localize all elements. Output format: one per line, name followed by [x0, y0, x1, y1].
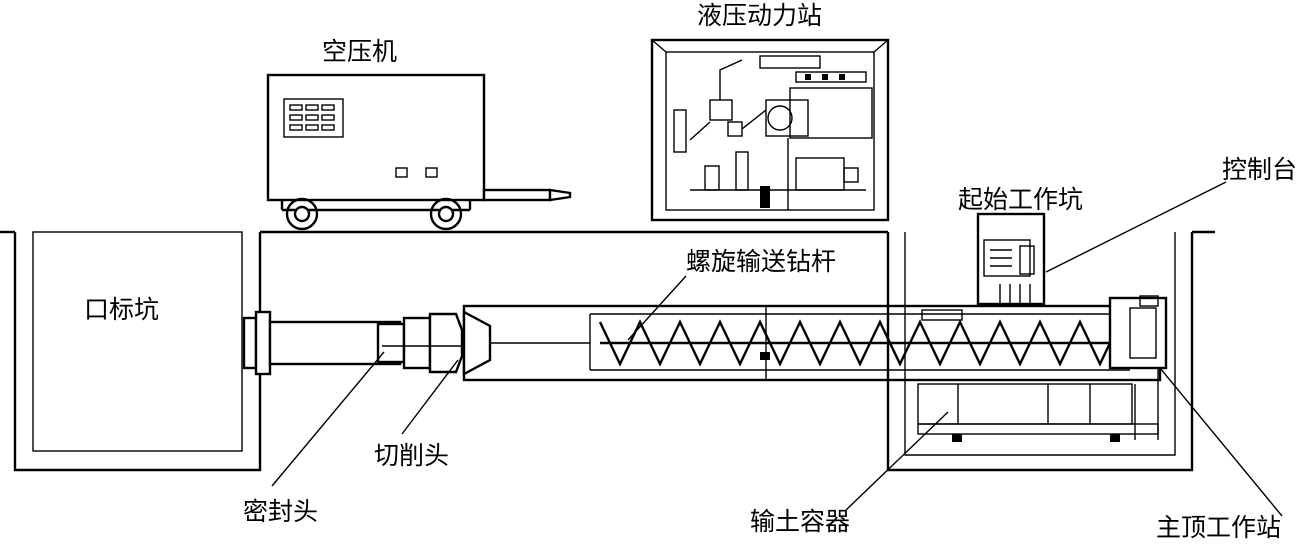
label-cutting-head: 切削头	[374, 441, 449, 470]
label-hydraulic-station: 液压动力站	[697, 1, 822, 30]
label-main-jacking-station: 主顶工作站	[1156, 513, 1281, 542]
label-control-console: 控制台	[1222, 155, 1297, 184]
control-console	[976, 212, 1046, 306]
air-compressor	[266, 73, 572, 231]
screw-conveyor-pipe	[462, 304, 1162, 382]
label-target-pit: 口标坑	[84, 295, 159, 324]
labels: 空压机 液压动力站 控制台 起始工作坑 螺旋输送钻杆 口标坑 切削头 密封头 输…	[84, 1, 1297, 542]
label-soil-container: 输土容器	[750, 507, 850, 536]
leader-lines	[271, 181, 1283, 517]
label-screw-conveyor-rod: 螺旋输送钻杆	[686, 247, 836, 276]
label-air-compressor: 空压机	[322, 37, 397, 66]
main-jacking-station	[1108, 295, 1168, 440]
label-launch-pit: 起始工作坑	[958, 185, 1083, 214]
target-pit	[13, 231, 262, 472]
label-sealing-head: 密封头	[243, 497, 318, 526]
hydraulic-station	[650, 38, 890, 222]
soil-container	[917, 383, 1159, 442]
sealing-head	[242, 310, 464, 376]
